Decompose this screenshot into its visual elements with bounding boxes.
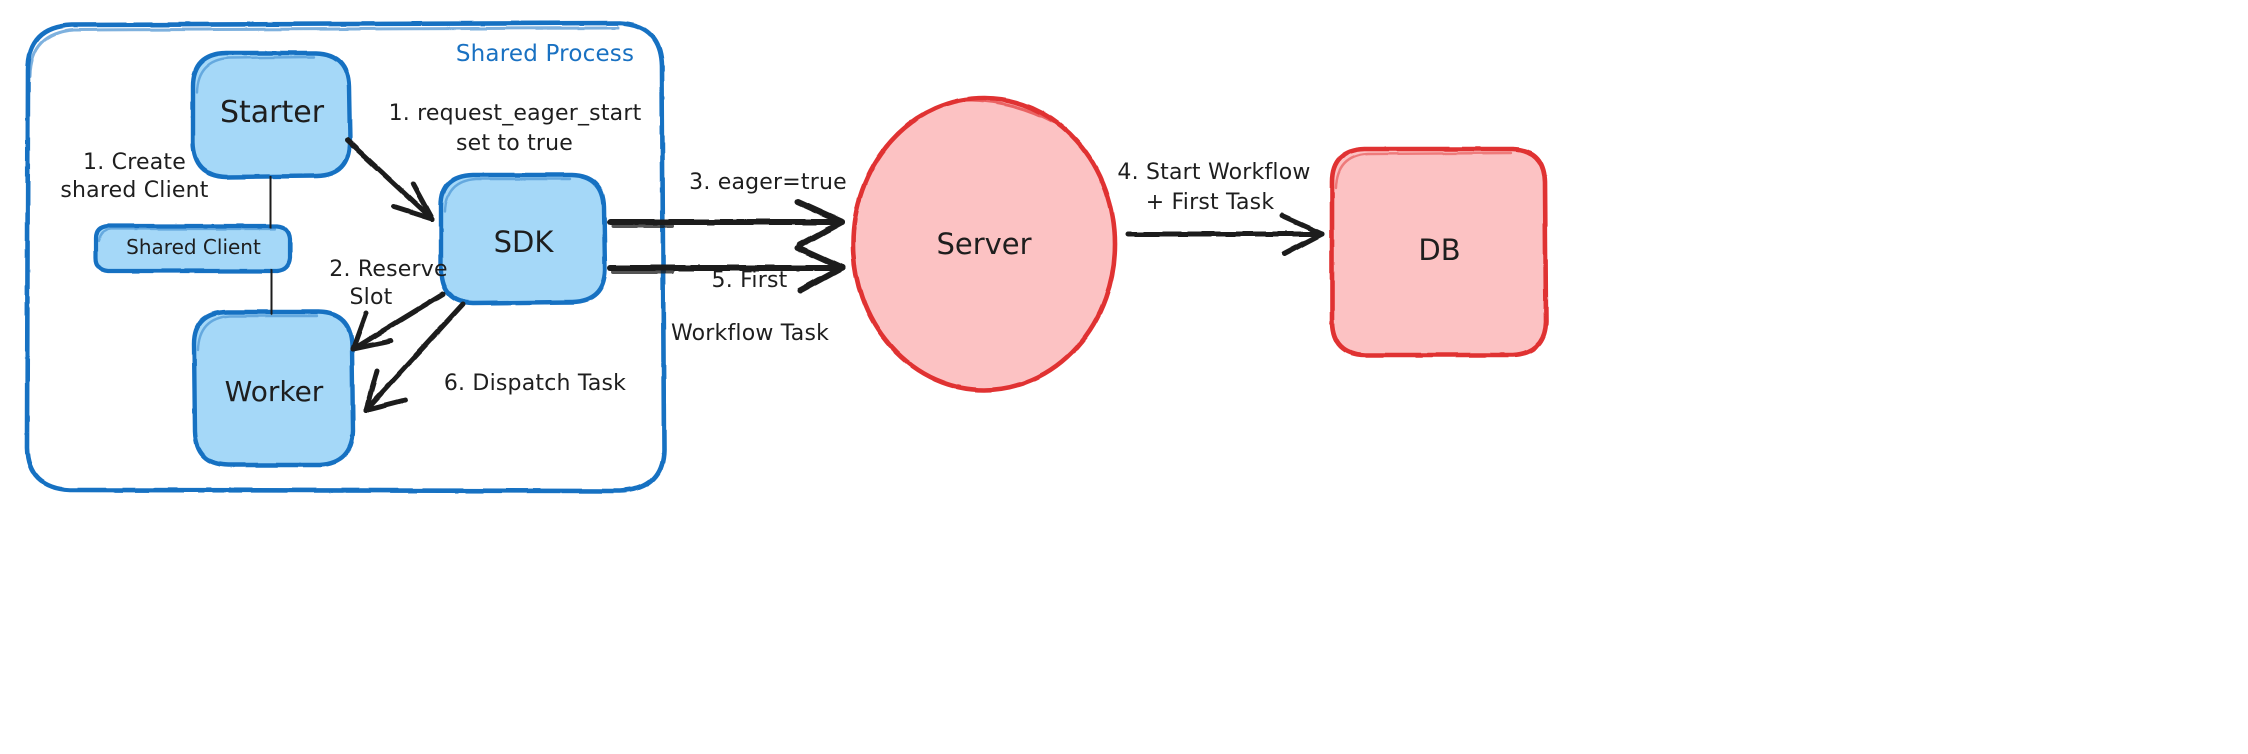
worker-node-shape[interactable] [191,309,356,468]
shared-client-node-label: Shared Client [126,235,261,259]
edge-shared-client-worker [268,268,275,316]
edge-starter-shared-client [267,175,274,230]
db-node-label: DB [1418,233,1461,267]
edge-label-reserve-slot-line1: 2. Reserve [329,257,448,282]
edge-server-db-arrow [1125,213,1325,257]
edge-label-first-workflow-task-line1: 5. First [711,268,788,293]
edge-label-request-eager-start-line2: set to true [455,131,574,156]
server-node-shape[interactable] [850,95,1118,393]
edge-sdk-worker-reserve-arrow [350,291,446,352]
server-node-label: Server [936,227,1032,261]
shared-process-label: Shared Process [455,41,635,67]
edge-sdk-worker-dispatch-arrow [363,301,466,413]
sdk-node-label: SDK [493,225,554,259]
edge-label-reserve-slot-line2: Slot [349,285,393,310]
starter-node-label: Starter [219,95,325,130]
edge-label-request-eager-start-line1: 1. request_eager_start [388,101,642,126]
edge-label-first-workflow-task-line2: Workflow Task [670,321,830,346]
edge-label-dispatch-task: 6. Dispatch Task [443,371,627,396]
worker-node-label: Worker [224,375,324,408]
edge-label-create-shared-client-line2: shared Client [60,178,209,203]
edge-label-start-workflow-line1: 4. Start Workflow [1117,160,1311,185]
edge-sdk-server-eager-arrow [607,199,845,248]
edge-label-create-shared-client-line1: 1. Create [83,150,186,175]
edge-sdk-server-first-task-arrow [607,245,845,294]
sdk-node-shape[interactable] [438,172,608,306]
db-node-shape[interactable] [1329,146,1549,358]
edge-label-start-workflow-line2: + First Task [1145,190,1275,215]
shared-process-container[interactable] [24,20,667,494]
shared-client-node-shape[interactable] [93,223,293,274]
edge-label-eager-true: 3. eager=true [689,170,847,195]
edge-starter-sdk-arrow [344,137,435,222]
